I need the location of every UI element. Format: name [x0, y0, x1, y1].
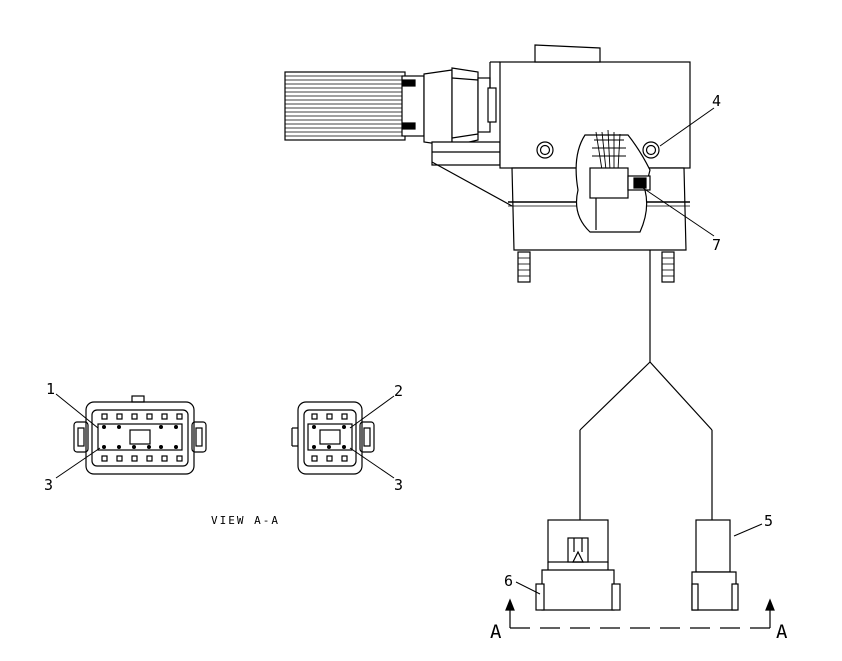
callout-6: 6: [504, 572, 513, 590]
internal-wiring: [592, 129, 626, 171]
view-caption: VIEW A-A: [211, 514, 280, 527]
connector-6: [535, 519, 621, 611]
view-a-a-connector-6-pin: [291, 401, 375, 475]
callout-2: 2: [394, 382, 403, 400]
callout-5: 5: [764, 512, 773, 530]
callout-7: 7: [712, 236, 721, 254]
leader-lines: [55, 107, 763, 595]
section-line-a-a: [505, 598, 775, 629]
callout-3-right: 3: [394, 476, 403, 494]
motor-assembly: [284, 67, 501, 166]
callout-1: 1: [46, 380, 55, 398]
section-mark-right: A: [776, 621, 788, 643]
motor-ribs: [285, 75, 405, 137]
callout-3-left: 3: [44, 476, 53, 494]
callout-4: 4: [712, 92, 721, 110]
pin-cavities-top: [101, 413, 183, 420]
connector-5: [691, 519, 739, 611]
wiring-harness: [579, 250, 713, 520]
view-a-a-connector-12-pin: [73, 395, 207, 475]
actuator-housing: [431, 44, 691, 283]
pin-dots: [102, 425, 178, 449]
pin-cavities-bottom: [101, 455, 183, 462]
section-mark-left: A: [490, 621, 502, 643]
